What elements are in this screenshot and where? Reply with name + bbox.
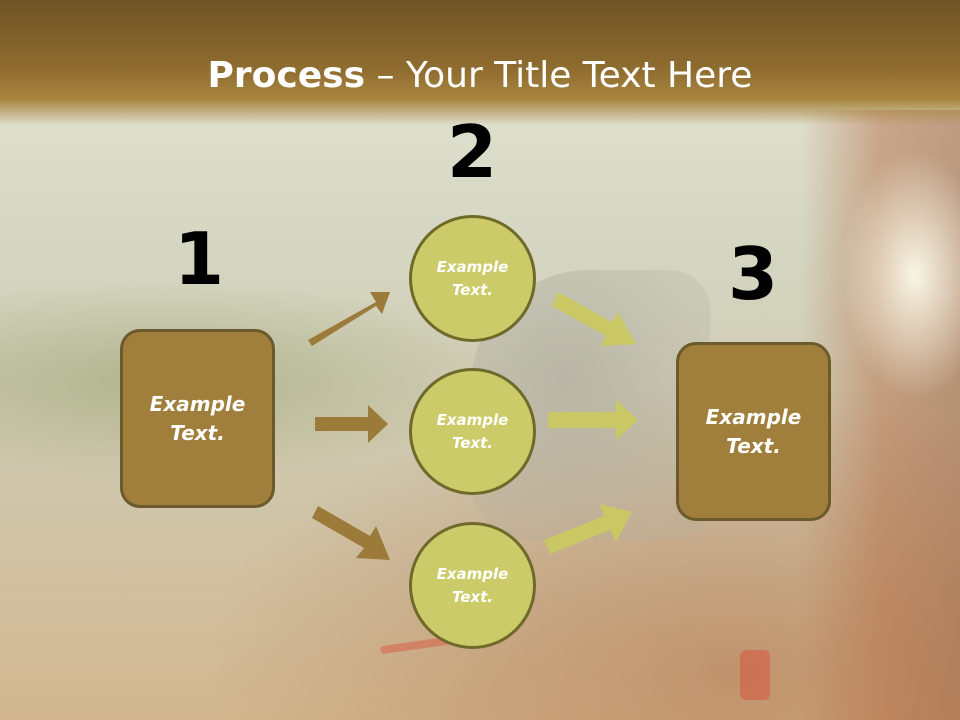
arrow-top-to-right xyxy=(552,292,636,346)
title-band xyxy=(0,0,960,125)
circle-bottom-label: Example Text. xyxy=(436,564,509,606)
background-light-glow xyxy=(840,150,960,400)
circle-top: Example Text. xyxy=(409,215,536,342)
circle-top-label: Example Text. xyxy=(436,257,509,299)
slide-title: Process – Your Title Text Here xyxy=(0,54,960,98)
background-light-streak xyxy=(740,650,770,700)
arrow-middle-to-right xyxy=(548,400,638,440)
arrow-left-to-top xyxy=(308,292,390,346)
slide-title-rest: – Your Title Text Here xyxy=(365,55,753,96)
left-box-label: Example Text. xyxy=(149,391,246,445)
left-process-box: Example Text. xyxy=(120,329,275,508)
step-number-3: 3 xyxy=(727,232,779,316)
arrow-bottom-to-right xyxy=(544,504,632,554)
step-number-2: 2 xyxy=(446,110,498,194)
right-process-box: Example Text. xyxy=(676,342,831,521)
right-box-label: Example Text. xyxy=(705,404,802,458)
circle-middle-label: Example Text. xyxy=(436,410,509,452)
arrow-left-to-middle xyxy=(315,405,388,443)
step-number-1: 1 xyxy=(173,217,225,301)
circle-middle: Example Text. xyxy=(409,368,536,495)
circle-bottom: Example Text. xyxy=(409,522,536,649)
arrow-left-to-bottom xyxy=(312,506,390,560)
slide-title-bold: Process xyxy=(207,55,366,96)
